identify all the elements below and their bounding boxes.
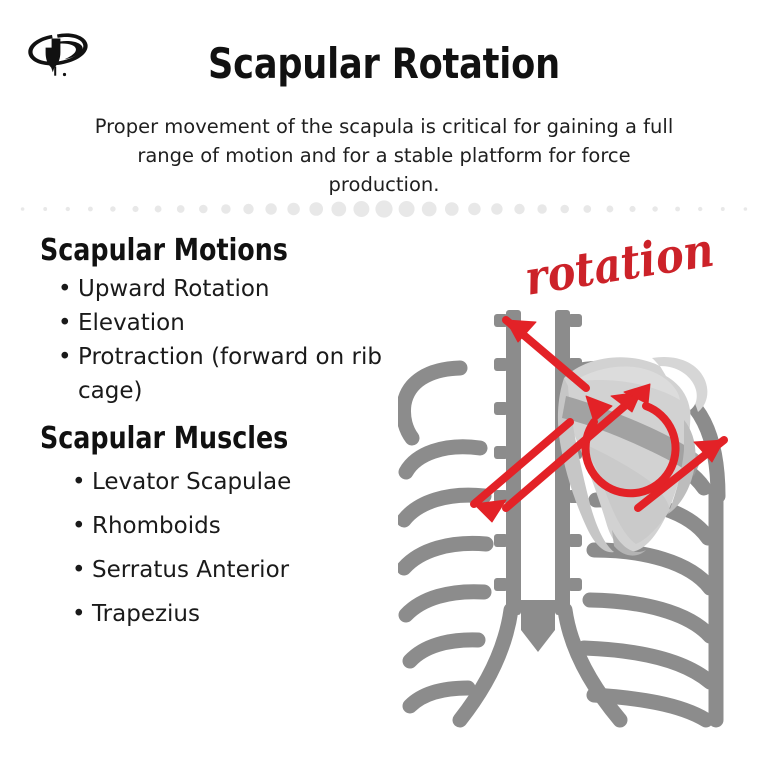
divider-dot [309, 202, 324, 216]
divider-dot [287, 202, 300, 216]
dotted-divider [0, 198, 768, 220]
bullet-icon: • [72, 469, 86, 495]
downward-arrow [470, 418, 574, 523]
list-item: • Elevation [40, 306, 400, 340]
rib-cage-scapula-illustration [396, 300, 768, 768]
brand-logo [27, 28, 89, 82]
divider-dot [606, 205, 614, 213]
divider-dot [514, 203, 525, 215]
list-item: • Upward Rotation [40, 272, 400, 306]
section-heading-motions: Scapular Motions [40, 233, 288, 268]
divider-dot [583, 205, 592, 213]
direction-arrows [470, 316, 728, 523]
divider-dot [537, 204, 547, 214]
protraction-arrow [634, 436, 728, 512]
section-heading-muscles: Scapular Muscles [40, 421, 289, 456]
divider-dot [720, 207, 725, 211]
divider-dot [629, 205, 636, 213]
list-item-label: Rhomboids [92, 513, 221, 539]
divider-dot [698, 206, 703, 212]
bullet-icon: • [72, 513, 86, 539]
divider-dot [398, 201, 415, 217]
page-subtitle: Proper movement of the scapula is critic… [94, 115, 674, 196]
bullet-icon: • [58, 276, 72, 302]
list-item-label: Elevation [78, 310, 185, 336]
divider-dot [743, 207, 748, 211]
divider-dot [20, 207, 25, 211]
list-item-label: Serratus Anterior [92, 557, 290, 583]
list-item-label: Trapezius [92, 601, 200, 627]
divider-dot [421, 201, 437, 217]
divider-dot [176, 205, 185, 213]
list-item: • Protraction (forward on rib cage) [40, 340, 400, 408]
divider-dot [444, 202, 459, 216]
bullet-icon: • [72, 557, 86, 583]
bullet-icon: • [72, 601, 86, 627]
divider-dot [491, 203, 503, 215]
list-item: • Rhomboids [40, 504, 400, 548]
costal-margin-right [557, 602, 628, 728]
bullet-icon: • [58, 310, 72, 336]
rotation-arrowhead-b [623, 383, 651, 405]
divider-dot [154, 205, 162, 213]
list-item-label: Upward Rotation [78, 276, 270, 302]
divider-dot [375, 200, 393, 218]
list-item: • Trapezius [40, 592, 400, 636]
vertebra-notches [494, 314, 582, 591]
divider-dot [65, 206, 70, 212]
divider-dot [331, 201, 347, 217]
svg-text:rotation: rotation [521, 228, 717, 300]
divider-dot [132, 205, 139, 213]
page-title: Scapular Rotation [208, 39, 560, 88]
divider-dot [652, 206, 658, 212]
list-item-label: Levator Scapulae [92, 469, 292, 495]
rotation-script-annotation: rotation [521, 223, 721, 307]
rib-cage-left [396, 360, 494, 714]
divider-dot [221, 204, 231, 214]
list-item-label: Protraction (forward on rib cage) [78, 344, 382, 404]
rotation-arrowhead-a [585, 395, 613, 423]
divider-dot [560, 204, 569, 214]
divider-dot [675, 206, 681, 212]
upward-rotation-arrow [502, 316, 590, 392]
divider-dot [353, 201, 370, 217]
list-item: • Serratus Anterior [40, 548, 400, 592]
costal-margin-left [452, 602, 519, 728]
divider-dot [87, 206, 93, 212]
divider-dot [43, 207, 48, 211]
divider-dot [199, 204, 208, 214]
divider-dot [265, 203, 277, 215]
content-column: Scapular Motions • Upward Rotation • Ele… [40, 232, 400, 636]
rotation-circle-arrow [581, 402, 680, 498]
divider-dot [243, 203, 254, 215]
scapular-muscles-list: • Levator Scapulae • Rhomboids • Serratu… [40, 460, 400, 636]
divider-dot [110, 206, 116, 212]
bullet-icon: • [58, 344, 72, 370]
divider-dot [468, 202, 481, 216]
scapular-motions-list: • Upward Rotation • Elevation • Protract… [40, 272, 400, 408]
list-item: • Levator Scapulae [40, 460, 400, 504]
